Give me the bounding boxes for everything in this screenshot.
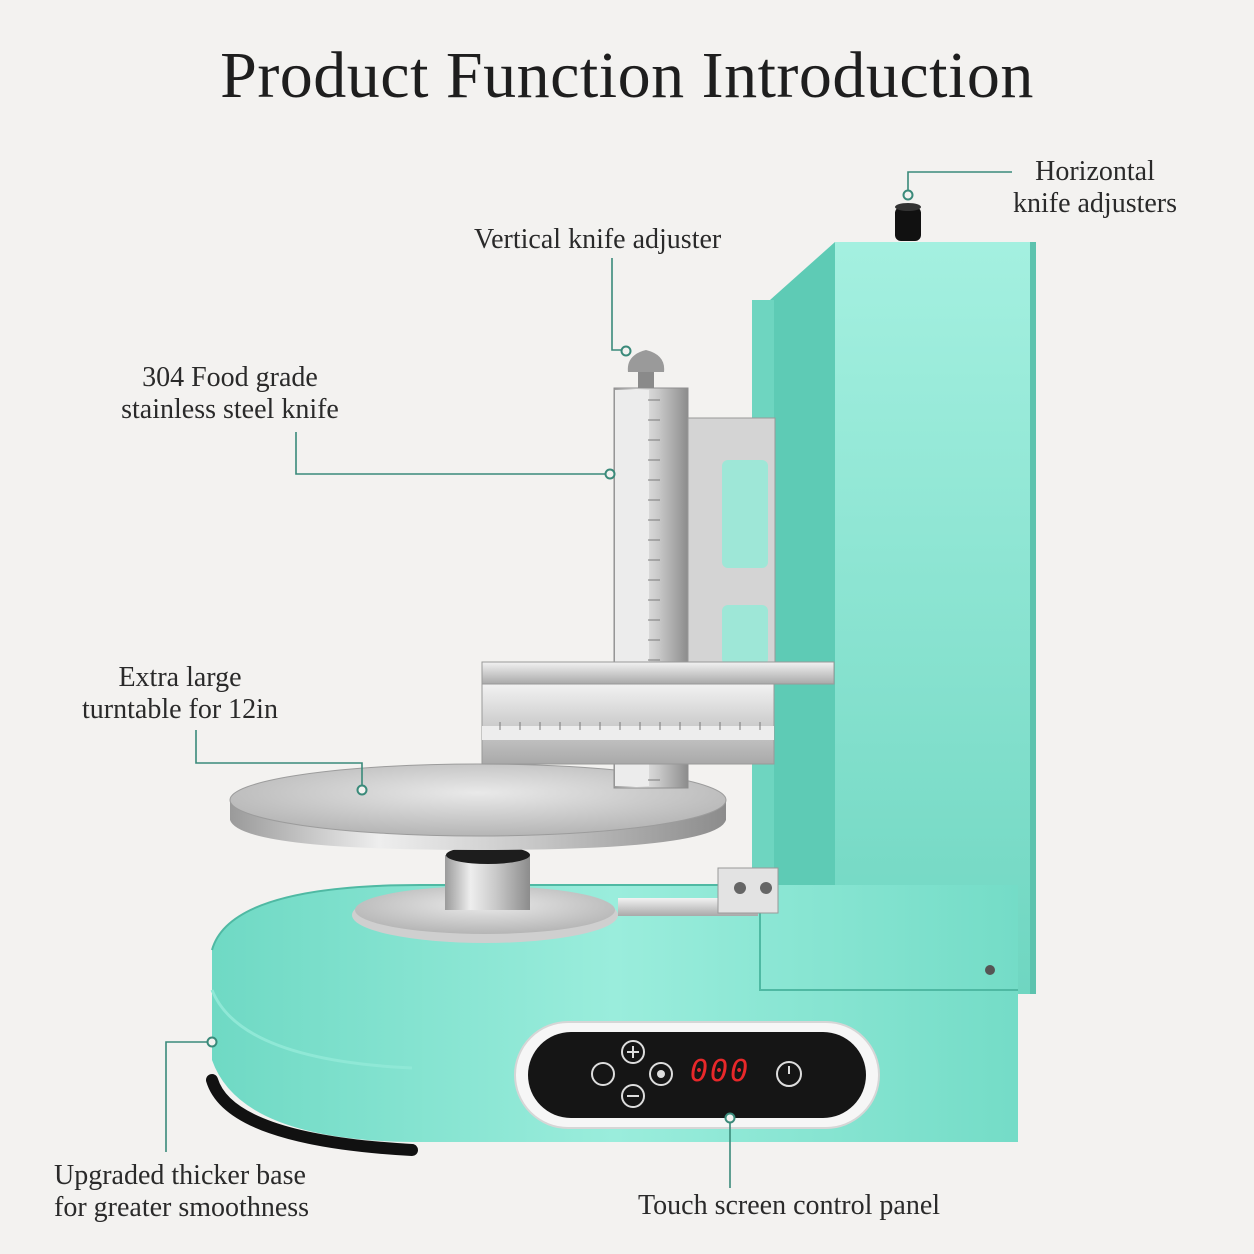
callout-line-1: 304 Food grade [142,362,318,393]
callout-line-1: Upgraded thicker base [54,1160,306,1191]
horizontal-knob [895,203,921,241]
bracket [687,417,776,666]
callout-line-2: knife adjusters [1012,188,1178,219]
lower-plate [352,846,618,943]
power-icon[interactable] [776,1061,802,1087]
dot-icon[interactable] [649,1062,673,1086]
page-title: Product Function Introduction [220,39,1034,112]
horizontal-ruler [481,661,835,765]
lcd-display: 000 [690,1054,751,1089]
callout-horizontal-adjusters: Horizontal knife adjusters [1000,156,1190,220]
turntable [229,763,727,850]
control-panel [514,1021,880,1129]
callout-vertical-adjuster: Vertical knife adjuster [474,224,722,255]
callout-base: Upgraded thicker base for greater smooth… [54,1160,309,1224]
callout-line-2: for greater smoothness [54,1192,310,1223]
minus-icon[interactable] [621,1084,645,1108]
callout-line-1: Horizontal [1035,156,1155,187]
rotate-icon[interactable] [591,1062,615,1086]
plus-icon[interactable] [621,1040,645,1064]
callout-turntable: Extra large turntable for 12in [75,662,285,726]
callout-control-panel: Touch screen control panel [638,1190,941,1221]
callout-line-1: Extra large [118,662,242,693]
callout-line-2: turntable for 12in [82,694,278,725]
callout-dots [206,189,914,1124]
tower [752,242,1036,1000]
slide-rail [618,867,779,916]
callout-line-2: stainless steel knife [121,394,339,425]
callout-steel-knife: 304 Food grade stainless steel knife [100,362,360,426]
screw-icon [985,965,995,975]
